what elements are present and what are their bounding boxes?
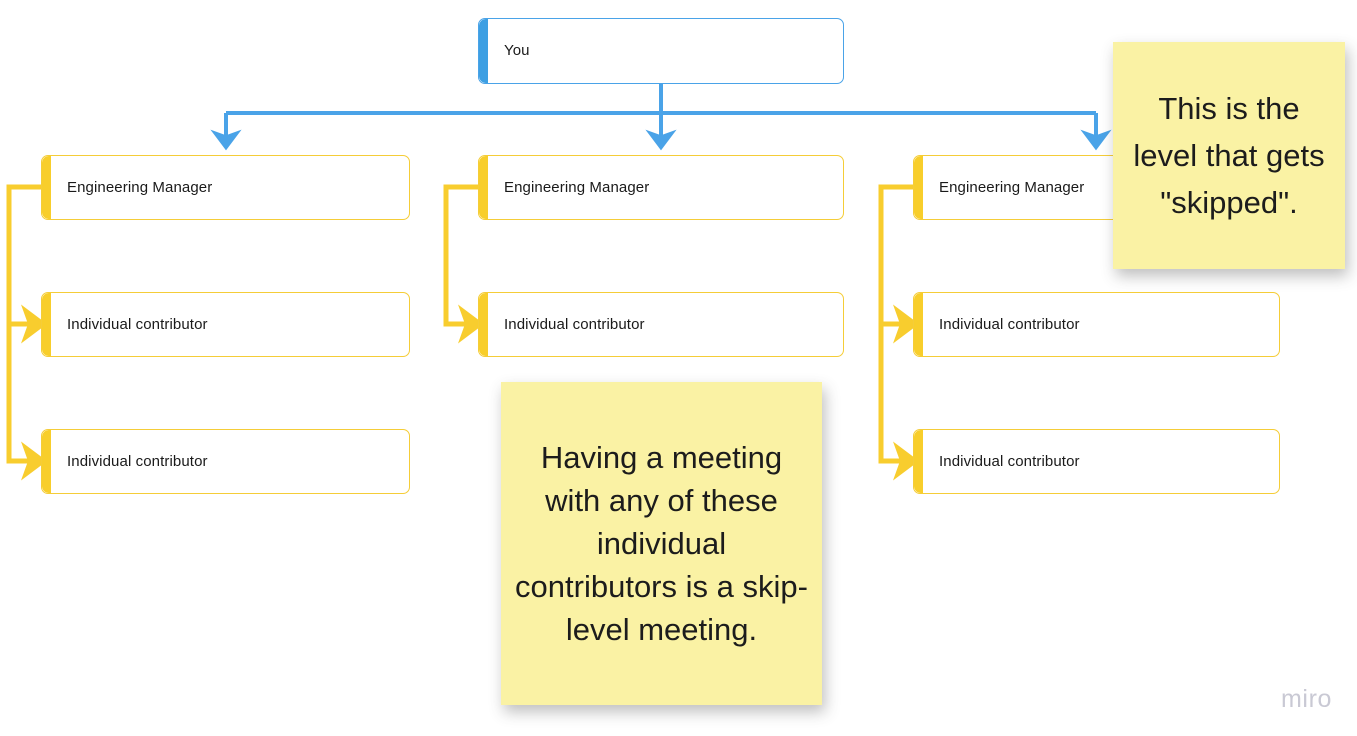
sticky-note-text: Having a meeting with any of these indiv… [515, 439, 808, 648]
node-individual-contributor-1-2[interactable]: Individual contributor [41, 429, 410, 494]
node-label: Individual contributor [67, 315, 208, 333]
node-engineering-manager-2[interactable]: Engineering Manager [478, 155, 844, 220]
node-individual-contributor-3-2[interactable]: Individual contributor [913, 429, 1280, 494]
node-individual-contributor-1-1[interactable]: Individual contributor [41, 292, 410, 357]
connector-manager2-to-reports [443, 184, 485, 344]
sticky-note-text: This is the level that gets "skipped". [1133, 90, 1325, 221]
node-accent-bar [42, 293, 51, 356]
node-accent-bar [914, 293, 923, 356]
node-accent-bar [479, 156, 488, 219]
node-label: Engineering Manager [939, 178, 1085, 196]
node-label: You [504, 42, 530, 59]
node-individual-contributor-2-1[interactable]: Individual contributor [478, 292, 844, 357]
node-accent-bar [479, 19, 488, 83]
sticky-note-skipped-level[interactable]: This is the level that gets "skipped". [1113, 42, 1345, 269]
connector-root-to-managers [210, 84, 1112, 151]
miro-watermark: miro [1281, 685, 1333, 713]
node-accent-bar [914, 430, 923, 493]
node-accent-bar [42, 156, 51, 219]
node-accent-bar [42, 430, 51, 493]
node-label: Engineering Manager [504, 178, 650, 196]
node-accent-bar [479, 293, 488, 356]
node-label: Individual contributor [939, 315, 1080, 333]
node-label: Engineering Manager [67, 178, 213, 196]
sticky-note-skip-level-meeting[interactable]: Having a meeting with any of these indiv… [501, 382, 822, 705]
node-you[interactable]: You [478, 18, 844, 84]
node-individual-contributor-3-1[interactable]: Individual contributor [913, 292, 1280, 357]
node-engineering-manager-1[interactable]: Engineering Manager [41, 155, 410, 220]
node-label: Individual contributor [67, 452, 208, 470]
node-accent-bar [914, 156, 923, 219]
node-label: Individual contributor [939, 452, 1080, 470]
connector-manager1-to-reports [6, 184, 48, 481]
connector-manager3-to-reports [878, 184, 920, 481]
node-label: Individual contributor [504, 315, 645, 333]
